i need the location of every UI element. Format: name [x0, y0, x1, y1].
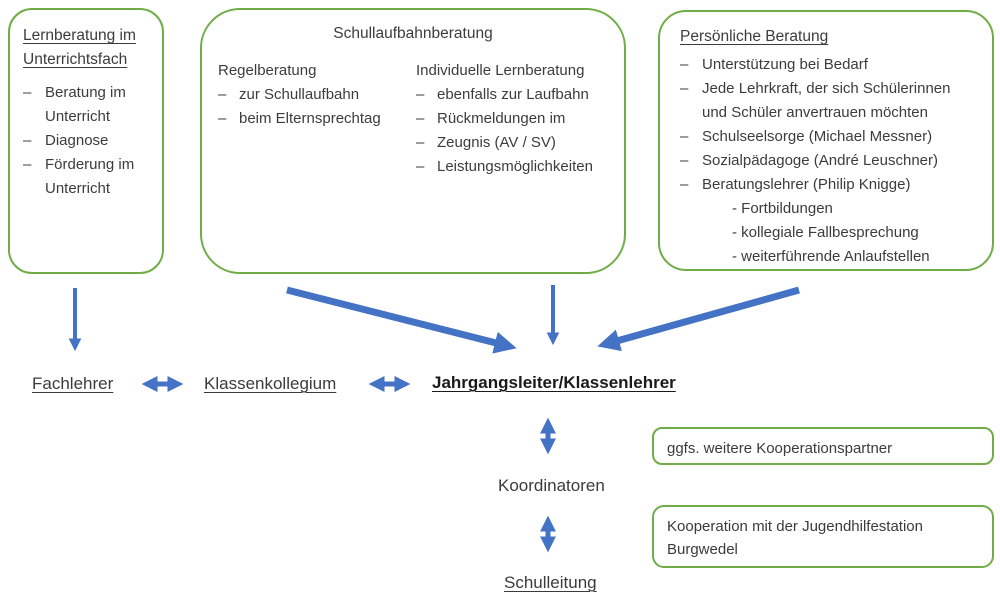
- list-item-text: Beratungslehrer (Philip Knigge): [702, 176, 911, 193]
- bullet-dash: –: [23, 132, 32, 149]
- list-item-text: Beratung im Unterricht: [45, 84, 126, 125]
- list-item: – Leistungsmöglichkeiten: [416, 155, 621, 179]
- list-item: – Zeugnis (AV / SV): [416, 131, 621, 155]
- bullet-dash: –: [23, 84, 32, 101]
- box-lernberatung-title: Lernberatung im Unterrichtsfach: [23, 27, 136, 68]
- box-schullaufbahnberatung: Schullaufbahnberatung Regelberatung – zu…: [200, 8, 626, 274]
- bullet-dash: –: [218, 110, 227, 127]
- list-item: – Beratungslehrer (Philip Knigge): [680, 173, 982, 197]
- list-item: – Sozialpädagoge (André Leuschner): [680, 149, 982, 173]
- list-item: – Jede Lehrkraft, der sich Schülerinnen …: [680, 77, 982, 125]
- list-item: – Rückmeldungen im: [416, 107, 621, 131]
- box-lernberatung-content: Lernberatung im Unterrichtsfach – Beratu…: [10, 10, 162, 201]
- list-item-text: Leistungsmöglichkeiten: [437, 158, 593, 175]
- column-heading: Regelberatung: [218, 62, 317, 79]
- bullet-dash: –: [680, 80, 689, 97]
- box-jugendhilfestation-text: Kooperation mit der Jugendhilfestation B…: [667, 518, 923, 558]
- sub-list-item: - kollegiale Fallbesprechung: [732, 224, 919, 241]
- list-item-text: ebenfalls zur Laufbahn: [437, 86, 589, 103]
- box-persoenliche-content: Persönliche Beratung – Unterstützung bei…: [660, 12, 992, 269]
- bullet-dash: –: [23, 156, 32, 173]
- list-item-text: Zeugnis (AV / SV): [437, 134, 556, 151]
- list-item-text: Rückmeldungen im: [437, 110, 566, 127]
- list-item: – Diagnose: [23, 129, 154, 153]
- box-kooperationspartner: ggfs. weitere Kooperationspartner: [652, 427, 994, 465]
- list-item: – zur Schullaufbahn: [218, 83, 408, 107]
- arrow-schullaufbahn-diagonal-to-jahrgangsleiter: [286, 286, 517, 354]
- column-regelberatung: Regelberatung – zur Schullaufbahn – beim…: [218, 58, 408, 131]
- node-jahrgangsleiter-klassenlehrer: Jahrgangsleiter/Klassenlehrer: [432, 373, 676, 392]
- list-item: – Förderung im Unterricht: [23, 153, 154, 201]
- list-item-text: beim Elternsprechtag: [239, 110, 381, 127]
- list-item: – Schulseelsorge (Michael Messner): [680, 125, 982, 149]
- sub-list-item: - Fortbildungen: [732, 200, 833, 217]
- bullet-dash: –: [680, 152, 689, 169]
- bullet-dash: –: [680, 128, 689, 145]
- box-schullaufbahnberatung-title: Schullaufbahnberatung: [333, 25, 493, 42]
- list-item-text: Förderung im Unterricht: [45, 156, 135, 197]
- column-heading: Individuelle Lernberatung: [416, 62, 585, 79]
- list-item: – beim Elternsprechtag: [218, 107, 408, 131]
- list-item-text: Unterstützung bei Bedarf: [702, 56, 868, 73]
- box-lernberatung: Lernberatung im Unterrichtsfach – Beratu…: [8, 8, 164, 274]
- list-item-text: zur Schullaufbahn: [239, 86, 360, 103]
- node-schulleitung: Schulleitung: [504, 573, 597, 592]
- list-item-text: Sozialpädagoge (André Leuschner): [702, 152, 938, 169]
- bullet-dash: –: [416, 110, 425, 127]
- bullet-dash: –: [416, 158, 425, 175]
- box-kooperationspartner-text: ggfs. weitere Kooperationspartner: [667, 440, 893, 457]
- box-jugendhilfestation: Kooperation mit der Jugendhilfestation B…: [652, 505, 994, 568]
- list-item-text: Jede Lehrkraft, der sich Schülerinnen un…: [702, 80, 951, 121]
- bullet-dash: –: [680, 56, 689, 73]
- sub-list-item: - weiterführende Anlaufstellen: [732, 248, 930, 265]
- arrow-persoenliche-to-jahrgangsleiter: [597, 286, 800, 352]
- list-item: – ebenfalls zur Laufbahn: [416, 83, 621, 107]
- bullet-dash: –: [416, 86, 425, 103]
- node-koordinatoren: Koordinatoren: [498, 476, 605, 495]
- list-item-text: Diagnose: [45, 132, 109, 149]
- column-individuelle-lernberatung: Individuelle Lernberatung – ebenfalls zu…: [416, 58, 621, 179]
- list-item: – Unterstützung bei Bedarf: [680, 53, 982, 77]
- list-item: – Beratung im Unterricht: [23, 81, 154, 129]
- bullet-dash: –: [416, 134, 425, 151]
- box-persoenliche-beratung: Persönliche Beratung – Unterstützung bei…: [658, 10, 994, 271]
- box-persoenliche-title: Persönliche Beratung: [680, 28, 829, 45]
- list-item-text: Schulseelsorge (Michael Messner): [702, 128, 933, 145]
- bullet-dash: –: [680, 176, 689, 193]
- bullet-dash: –: [218, 86, 227, 103]
- node-klassenkollegium: Klassenkollegium: [204, 374, 337, 393]
- node-fachlehrer: Fachlehrer: [32, 374, 114, 393]
